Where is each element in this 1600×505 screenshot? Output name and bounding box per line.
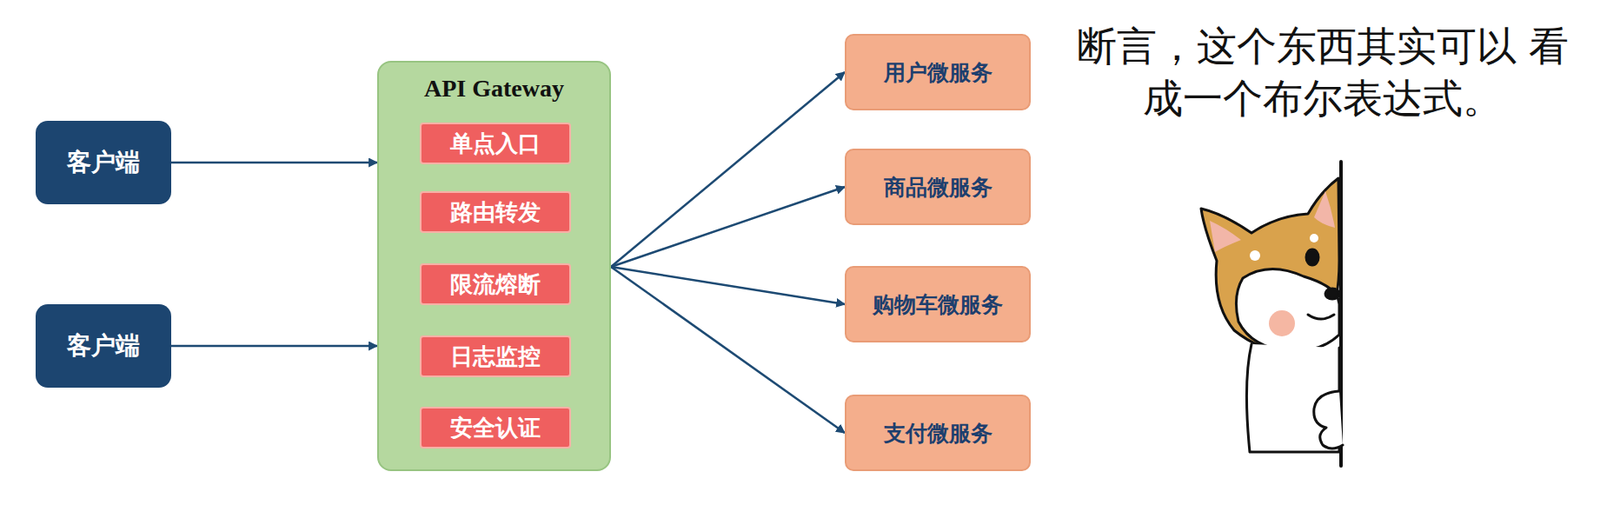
service-box: 购物车微服务 [844,265,1031,343]
feature-tag: 单点入口 [419,122,571,165]
gateway-panel: API Gateway 单点入口路由转发限流熔断日志监控安全认证 [377,60,611,472]
node-label: 单点入口 [450,128,541,160]
node-label: API Gateway [424,74,565,103]
node-label: 客户端 [66,146,140,180]
arrow-connector [171,345,378,348]
node-label: 安全认证 [450,412,541,444]
feature-tag: 日志监控 [419,335,571,378]
node-label: 支付微服务 [883,418,993,448]
arrow-connector [610,186,845,267]
arrow-connector [610,266,845,305]
node-label: 日志监控 [450,341,541,372]
service-box: 支付微服务 [844,394,1031,472]
service-box: 商品微服务 [844,148,1031,226]
arrow-connector [610,72,845,267]
node-label: 限流熔断 [450,269,541,300]
service-box: 用户微服务 [844,33,1031,111]
feature-tag: 路由转发 [419,191,571,233]
feature-tag: 限流熔断 [419,263,571,306]
node-label: 商品微服务 [883,172,993,202]
node-label: 客户端 [66,329,140,363]
arrow-connector [610,266,845,433]
node-label: 用户微服务 [883,58,993,87]
peeking-dog [1201,161,1343,466]
node-label: 购物车微服务 [872,290,1003,319]
node-label: 路由转发 [450,197,541,228]
side-note: 断言，这个东西其实可以 看成一个布尔表达式。 [1070,20,1575,126]
feature-tag: 安全认证 [419,406,571,449]
client-box: 客户端 [35,120,172,205]
client-box: 客户端 [35,304,172,388]
arrow-connector [171,161,378,165]
